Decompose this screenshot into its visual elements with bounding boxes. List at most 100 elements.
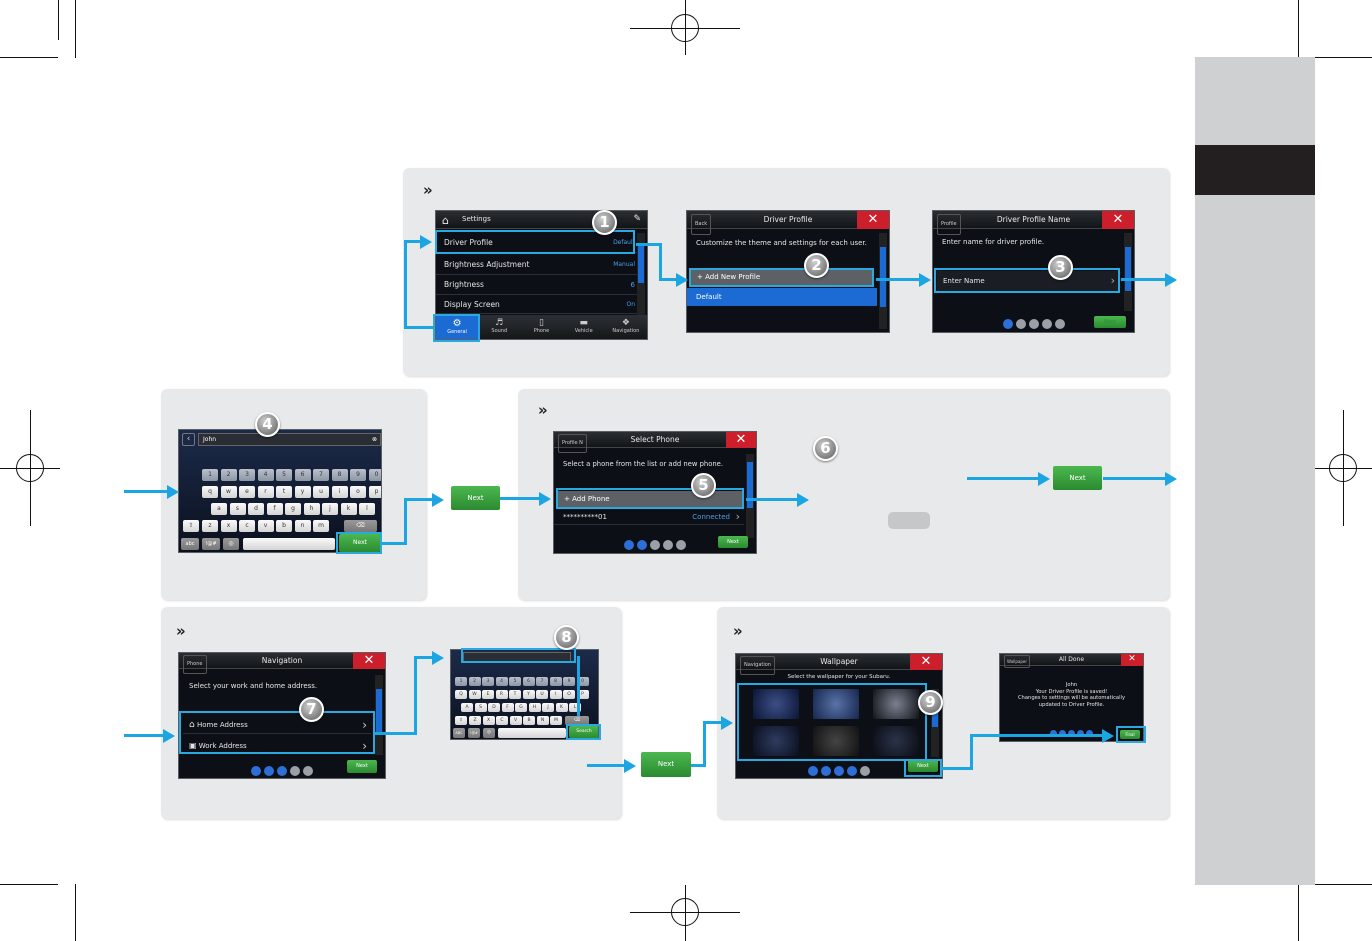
letter-key[interactable]: v [257, 520, 274, 532]
work-address-row[interactable]: ▣ Work Address › [183, 737, 371, 755]
letter-key[interactable]: X [482, 716, 495, 725]
letter-key[interactable]: B [523, 716, 535, 725]
letter-key[interactable]: l [359, 503, 375, 515]
globe-icon[interactable]: ◎ [223, 538, 239, 550]
backspace-icon[interactable]: ⌫ [344, 520, 377, 532]
number-key[interactable]: 9 [563, 677, 575, 686]
number-key[interactable]: 8 [331, 469, 348, 481]
letter-key[interactable]: w [220, 486, 237, 498]
letter-key[interactable]: d [248, 503, 264, 515]
scrollbar[interactable] [1124, 233, 1132, 311]
number-key[interactable]: 6 [522, 677, 535, 686]
tab-general[interactable]: ⚙General [436, 315, 479, 339]
next-button[interactable]: Next [718, 536, 748, 548]
number-key[interactable]: 2 [220, 469, 237, 481]
wallpaper-thumbnail[interactable] [753, 689, 799, 719]
letter-key[interactable]: E [482, 690, 494, 699]
mode-key-symbols[interactable]: !@# [468, 728, 480, 738]
letter-key[interactable]: J [542, 703, 554, 712]
scrollbar[interactable] [746, 454, 754, 538]
final-button[interactable]: Final [1120, 730, 1140, 739]
number-key[interactable]: 2 [468, 677, 481, 686]
scrollbar[interactable] [637, 233, 645, 315]
letter-key[interactable]: o [350, 486, 366, 498]
phone-device-row[interactable]: **********01 Connected › [554, 509, 744, 525]
tab-vehicle[interactable]: ▬Vehicle [563, 315, 605, 339]
letter-key[interactable]: A [461, 703, 473, 712]
scrollbar[interactable] [879, 233, 887, 329]
letter-key[interactable]: C [496, 716, 508, 725]
back-icon[interactable]: ‹ [182, 433, 195, 446]
close-icon[interactable]: ✕ [1121, 654, 1143, 666]
letter-key[interactable]: Q [455, 690, 467, 699]
scrollbar[interactable] [375, 675, 383, 755]
letter-key[interactable]: U [536, 690, 548, 699]
letter-key[interactable]: i [331, 486, 348, 498]
letter-key[interactable]: K [555, 703, 568, 712]
close-icon[interactable]: ✕ [910, 654, 942, 670]
close-icon[interactable]: ✕ [726, 432, 756, 448]
settings-row-brightness-adjustment[interactable]: Brightness Adjustment Manual [436, 255, 639, 275]
number-key[interactable]: 8 [549, 677, 562, 686]
back-button[interactable]: Profile N [558, 434, 587, 453]
home-address-row[interactable]: ⌂ Home Address › [183, 716, 371, 734]
settings-row-brightness[interactable]: Brightness 6 [436, 275, 639, 295]
letter-key[interactable]: O [563, 690, 575, 699]
letter-key[interactable]: N [536, 716, 549, 725]
letter-key[interactable]: M [550, 716, 562, 725]
letter-key[interactable]: V [509, 716, 522, 725]
default-profile-row[interactable]: Default [687, 288, 877, 306]
settings-row-display-screen[interactable]: Display Screen On [436, 296, 639, 314]
tab-navigation[interactable]: ❖Navigation [605, 315, 647, 339]
letter-key[interactable]: y [294, 486, 311, 498]
back-button[interactable]: Navigation [740, 656, 775, 675]
next-button[interactable]: Next [1094, 316, 1126, 328]
next-button[interactable]: Next [908, 760, 938, 772]
number-key[interactable]: 4 [495, 677, 508, 686]
number-key[interactable]: 1 [455, 677, 467, 686]
letter-key[interactable]: a [211, 503, 227, 515]
letter-key[interactable]: q [202, 486, 218, 498]
edit-icon[interactable]: ✎ [633, 214, 641, 224]
letter-key[interactable]: u [313, 486, 329, 498]
tab-phone[interactable]: ▯Phone [520, 315, 562, 339]
number-key[interactable]: 5 [509, 677, 521, 686]
letter-key[interactable]: G [515, 703, 527, 712]
home-icon[interactable]: ⌂ [442, 214, 449, 227]
wallpaper-thumbnail[interactable] [873, 689, 919, 719]
shift-icon[interactable]: ⇧ [183, 520, 199, 532]
letter-key[interactable]: S [474, 703, 487, 712]
next-button[interactable]: Next [641, 752, 691, 777]
wallpaper-thumbnail[interactable] [813, 689, 859, 719]
letter-key[interactable]: m [313, 520, 329, 532]
wallpaper-thumbnail[interactable] [813, 726, 859, 756]
letter-key[interactable]: s [229, 503, 246, 515]
letter-key[interactable]: h [303, 503, 320, 515]
wallpaper-thumbnail[interactable] [753, 726, 799, 756]
back-button[interactable]: Wallpaper [1004, 655, 1031, 668]
close-icon[interactable]: ✕ [353, 653, 385, 669]
number-key[interactable]: 5 [276, 469, 292, 481]
globe-icon[interactable]: ◎ [483, 728, 495, 738]
add-new-profile-row[interactable]: + Add New Profile [691, 270, 873, 285]
letter-key[interactable]: P [576, 690, 589, 699]
back-button[interactable]: Back [691, 214, 712, 235]
space-key[interactable] [498, 728, 566, 738]
number-key[interactable]: 9 [350, 469, 366, 481]
back-button[interactable]: Phone [183, 655, 207, 674]
shift-icon[interactable]: ⇧ [455, 716, 467, 725]
space-key[interactable] [243, 538, 335, 550]
next-key[interactable]: Next [339, 534, 381, 552]
next-button[interactable]: Next [451, 486, 500, 510]
number-key[interactable]: 0 [368, 469, 381, 481]
close-icon[interactable]: ✕ [1102, 211, 1134, 229]
wallpaper-thumbnail[interactable] [873, 726, 919, 756]
back-button[interactable]: Profile [937, 214, 961, 235]
letter-key[interactable]: b [276, 520, 292, 532]
letter-key[interactable]: g [285, 503, 301, 515]
name-input[interactable]: John ⊗ [198, 433, 381, 446]
letter-key[interactable]: D [488, 703, 500, 712]
letter-key[interactable]: k [340, 503, 357, 515]
letter-key[interactable]: p [368, 486, 381, 498]
letter-key[interactable]: H [528, 703, 541, 712]
